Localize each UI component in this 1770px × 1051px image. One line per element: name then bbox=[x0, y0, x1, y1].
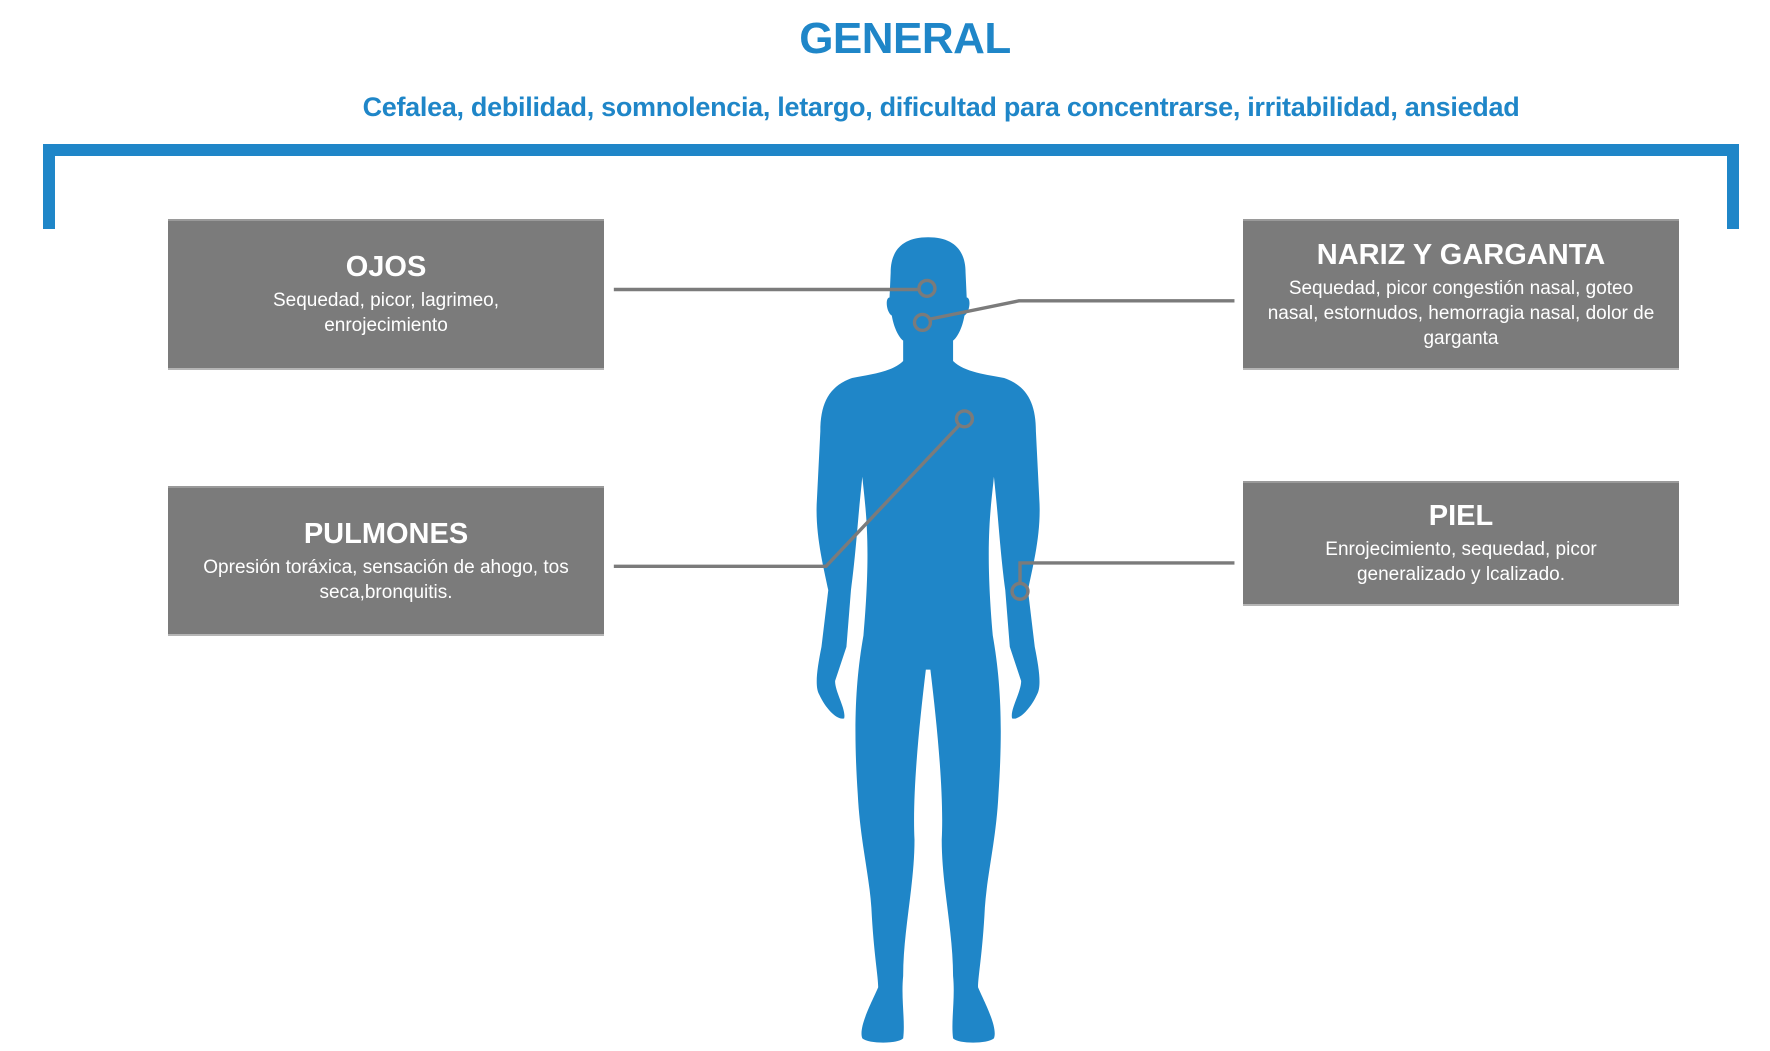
pulmones-text: Opresión toráxica, sensación de ahogo, t… bbox=[203, 556, 569, 603]
nariz-marker bbox=[912, 312, 933, 333]
nariz-title: NARIZ Y GARGANTA bbox=[1316, 238, 1606, 271]
piel-card: PIEL Enrojecimiento, sequedad, picor gen… bbox=[1243, 481, 1679, 606]
pulmones-marker bbox=[954, 409, 975, 429]
ojos-text: Sequedad, picor, lagrimeo, enrojecimient… bbox=[272, 290, 500, 336]
piel-text: Enrojecimiento, sequedad, picor generali… bbox=[1325, 539, 1597, 585]
pulmones-title: PULMONES bbox=[303, 517, 469, 550]
ojos-title: OJOS bbox=[345, 251, 427, 283]
ojos-marker bbox=[917, 278, 937, 299]
nariz-connector bbox=[930, 299, 1235, 321]
page-title: GENERAL bbox=[799, 14, 1011, 63]
human-silhouette bbox=[816, 237, 1040, 1043]
general-bracket bbox=[43, 144, 1739, 229]
piel-title: PIEL bbox=[1428, 500, 1494, 532]
pulmones-card: PULMONES Opresión toráxica, sensación de… bbox=[168, 486, 604, 636]
piel-marker bbox=[1010, 581, 1030, 601]
pulmones-connector bbox=[613, 424, 960, 569]
nariz-text: Sequedad, picor congestión nasal, goteo … bbox=[1267, 277, 1655, 349]
ojos-card: OJOS Sequedad, picor, lagrimeo, enrojeci… bbox=[168, 219, 604, 370]
general-symptoms: Cefalea, debilidad, somnolencia, letargo… bbox=[362, 92, 1520, 122]
nariz-garganta-card: NARIZ Y GARGANTA Sequedad, picor congest… bbox=[1243, 219, 1679, 370]
piel-connector bbox=[1018, 561, 1235, 584]
